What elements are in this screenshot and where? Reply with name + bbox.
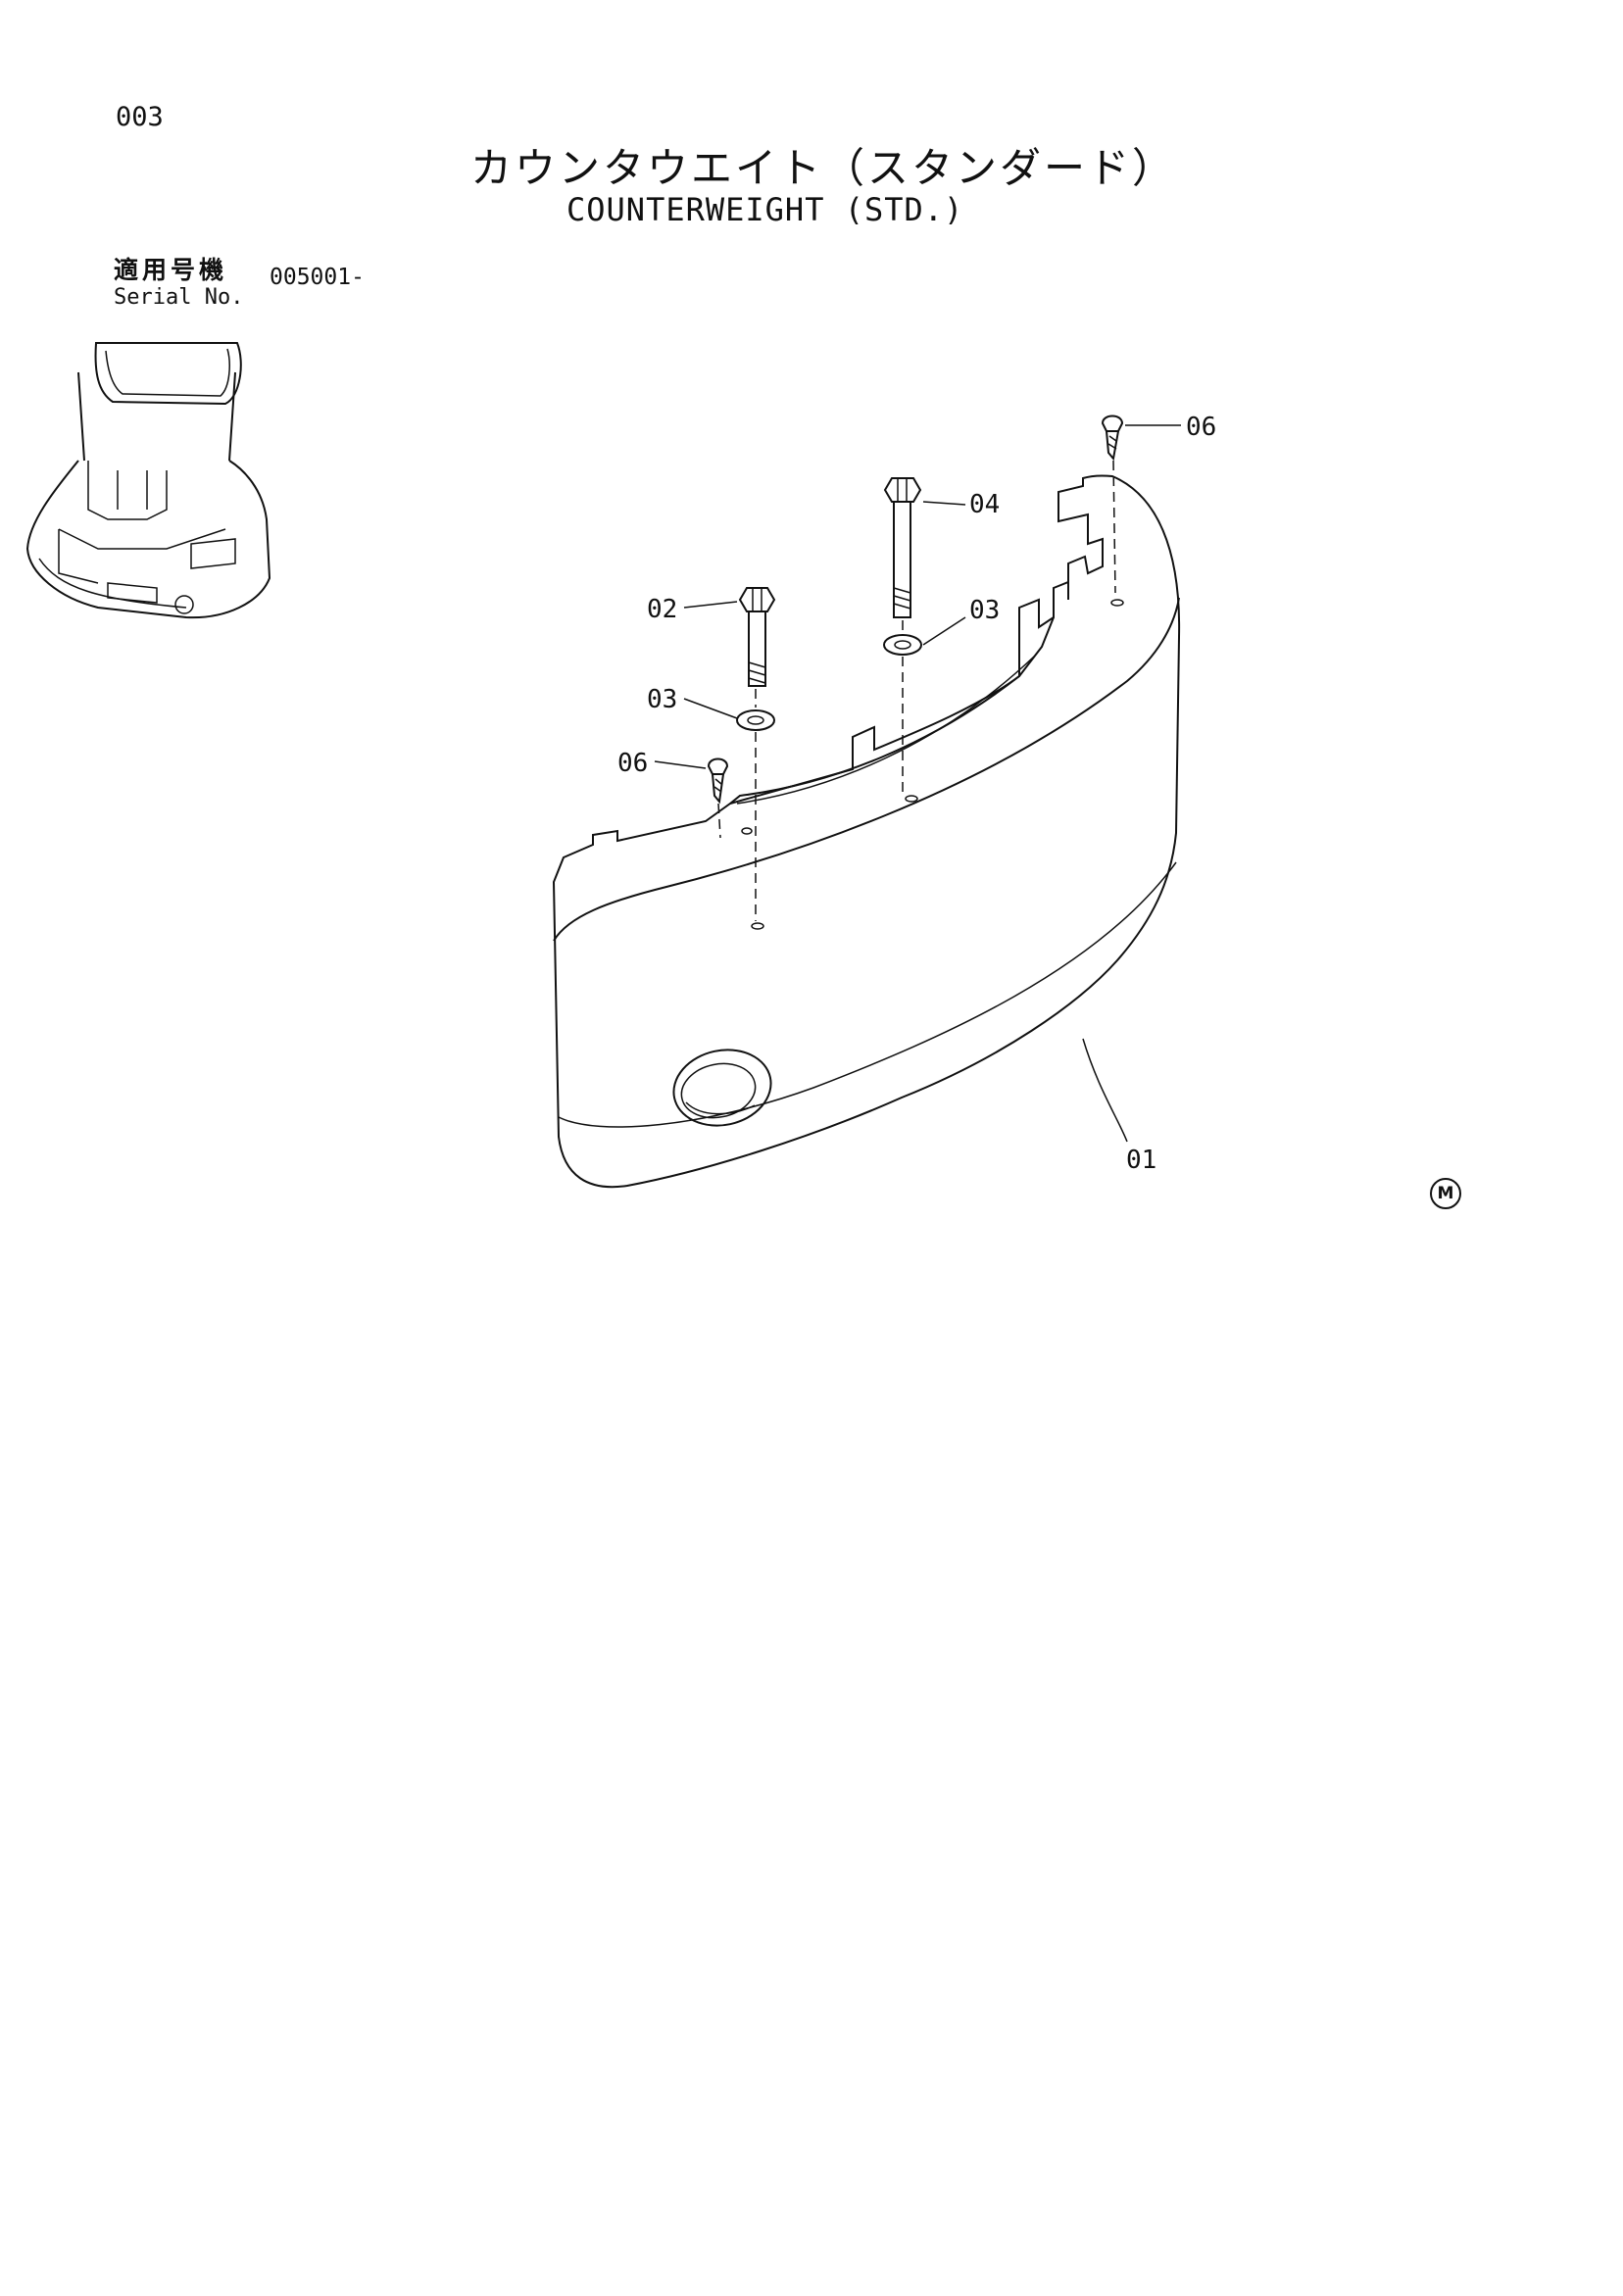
clip-06-right — [1101, 415, 1124, 462]
washer-03-right — [883, 634, 922, 656]
circled-m-mark: M — [1430, 1178, 1461, 1209]
callout-leaders — [654, 424, 1181, 1143]
bolt-04 — [883, 477, 922, 618]
callout-06-right: 06 — [1186, 413, 1216, 442]
callout-01: 01 — [1126, 1146, 1156, 1175]
serial-label-japanese: 適用号機 — [114, 256, 228, 284]
page-title-japanese: カウンタウエイト（スタンダード） — [470, 144, 1177, 192]
excavator-thumbnail-icon — [25, 342, 271, 619]
serial-number-value: 005001- — [270, 265, 365, 290]
callout-02: 02 — [647, 595, 677, 624]
page-number: 003 — [116, 102, 164, 132]
serial-label-english: Serial No. — [114, 285, 244, 310]
page-title-english: COUNTERWEIGHT (STD.) — [566, 191, 964, 228]
bolt-02 — [738, 587, 776, 687]
washer-03-left — [736, 709, 775, 731]
clip-06-left — [707, 757, 729, 805]
callout-03-right: 03 — [969, 596, 1000, 625]
callout-06-left: 06 — [617, 749, 648, 778]
callout-03-left: 03 — [647, 685, 677, 714]
callout-04: 04 — [969, 490, 1000, 519]
counterweight-body — [552, 474, 1181, 1189]
